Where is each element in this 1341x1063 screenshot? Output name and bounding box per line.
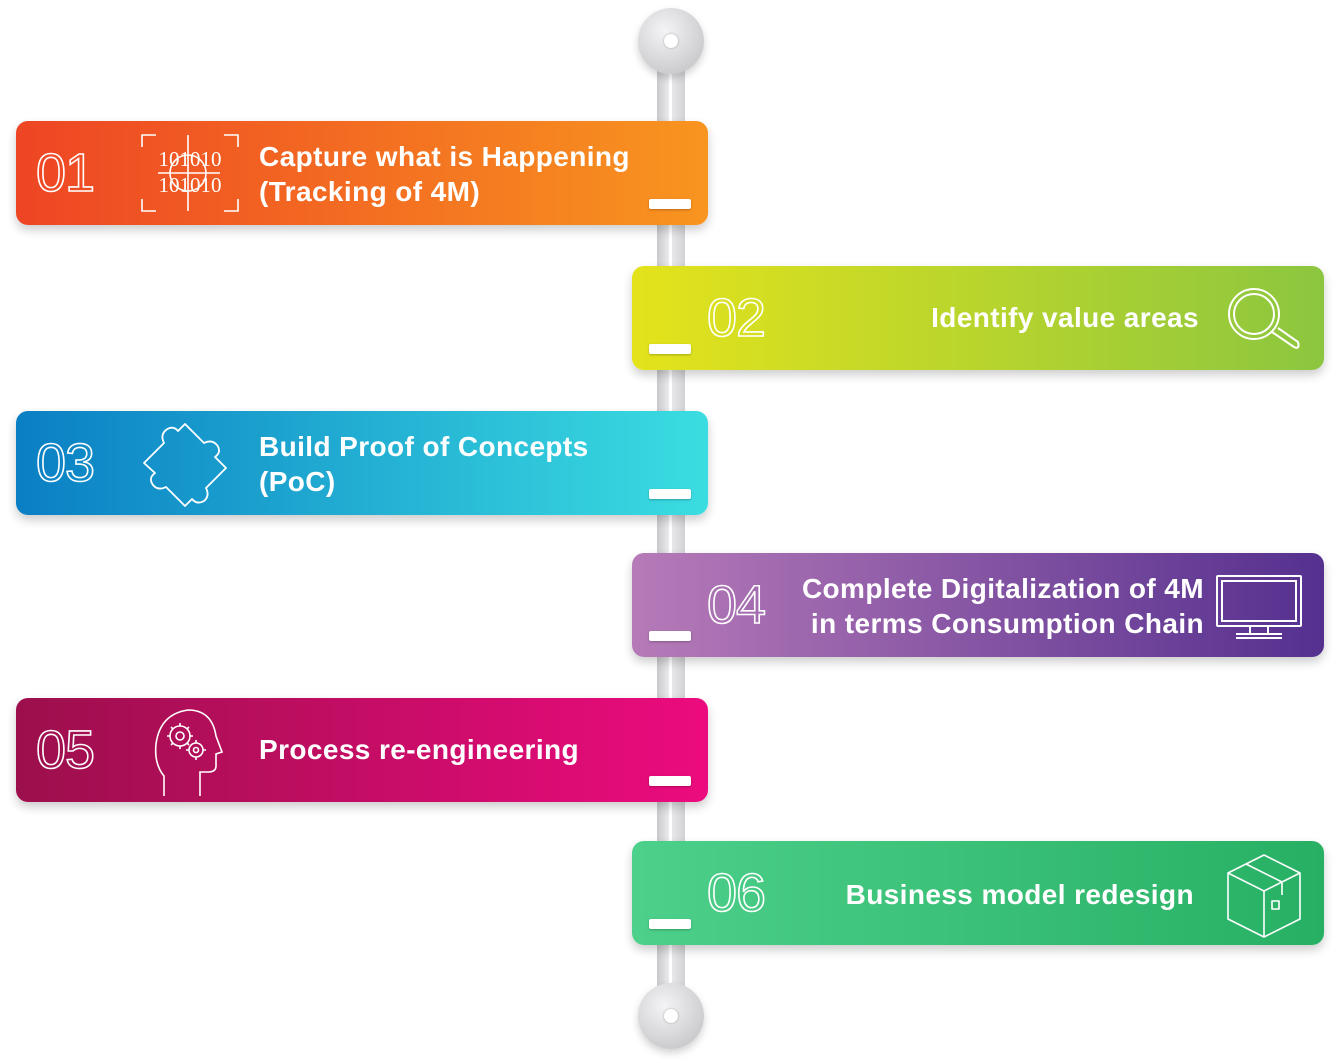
timeline-clip <box>649 199 691 209</box>
svg-text:101010: 101010 <box>159 173 222 197</box>
step-title: Build Proof of Concepts (PoC) <box>259 431 589 497</box>
timeline-clip <box>649 919 691 929</box>
step-number: 06 <box>706 863 767 923</box>
magnifier-icon <box>1228 288 1300 349</box>
step-card-05: 05 Process re-engineering <box>16 698 708 802</box>
puzzle-icon <box>143 423 227 507</box>
svg-text:101010: 101010 <box>159 147 222 171</box>
timeline-wire <box>669 40 672 123</box>
step-title: Process re-engineering <box>259 734 580 765</box>
step-title: Complete Digitalization of 4M in terms C… <box>801 573 1204 639</box>
timeline-clip <box>649 344 691 354</box>
step-title: Capture what is Happening (Tracking of 4… <box>259 141 630 207</box>
step-card-06: 06 Business model redesign <box>632 841 1324 945</box>
monitor-icon <box>1216 575 1302 639</box>
timeline-wire <box>669 925 672 1015</box>
timeline-clip <box>649 631 691 641</box>
step-number: 04 <box>706 575 767 635</box>
step-card-04: 04 Complete Digitalization of 4M in term… <box>632 553 1324 657</box>
box-icon <box>1227 854 1301 938</box>
step-card-01: 01 101010 101010 Capture what is Happeni… <box>16 121 708 225</box>
step-number: 05 <box>35 720 96 780</box>
step-card-03: 03 Build Proof of Concepts (PoC) <box>16 411 708 515</box>
step-number: 01 <box>35 143 96 203</box>
head-gears-icon <box>154 709 224 796</box>
timeline-end-knob <box>638 983 704 1049</box>
step-title: Business model redesign <box>845 879 1194 910</box>
timeline-clip <box>649 489 691 499</box>
binary-target-icon: 101010 101010 <box>141 134 239 212</box>
step-card-02: 02 Identify value areas <box>632 266 1324 370</box>
timeline-start-knob <box>638 8 704 74</box>
step-number: 03 <box>35 433 96 493</box>
timeline-clip <box>649 776 691 786</box>
step-title: Identify value areas <box>931 302 1199 333</box>
step-number: 02 <box>706 288 767 348</box>
